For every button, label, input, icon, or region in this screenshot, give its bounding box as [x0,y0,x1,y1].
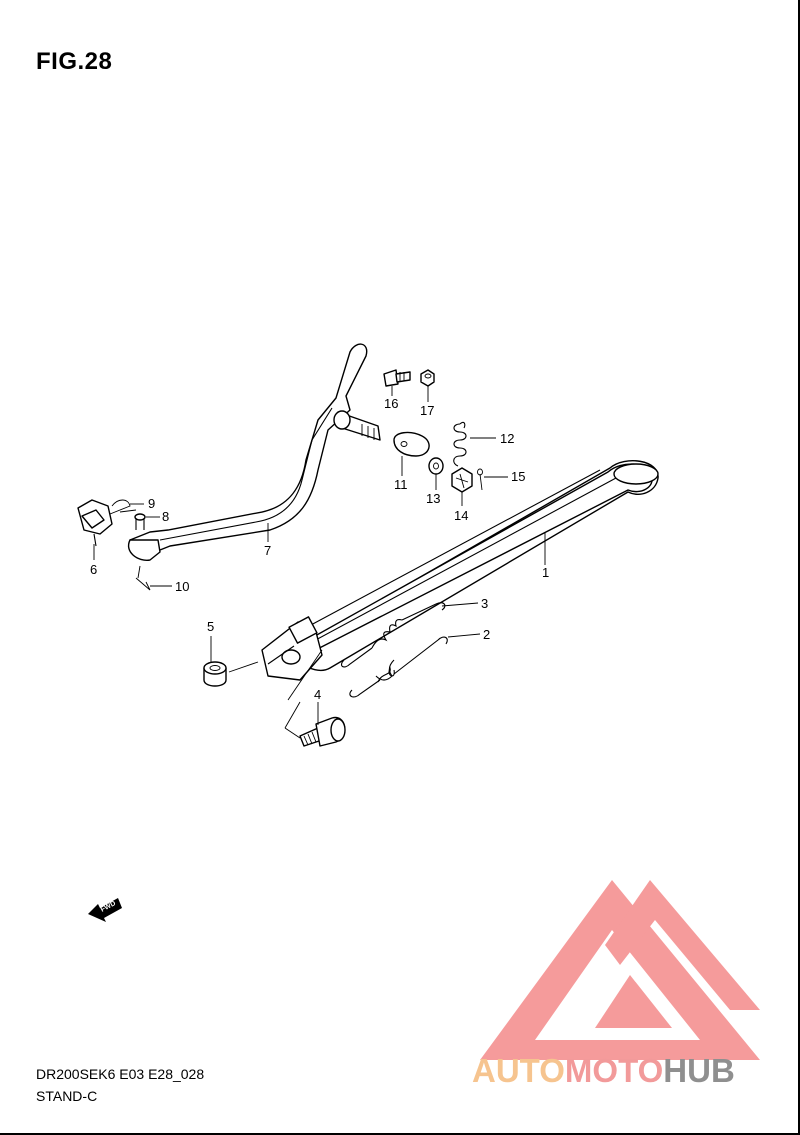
callout-17: 17 [420,403,434,418]
watermark-part-moto: MOTO [564,1052,664,1089]
washer [428,457,444,475]
cotter-pin [135,565,151,591]
fwd-arrow-icon: FWD [88,898,122,922]
spring-long [349,636,448,698]
spring-short [341,602,446,668]
callout-4: 4 [314,687,321,702]
callout-5: 5 [207,619,214,634]
callout-10: 10 [175,579,189,594]
clevis [77,499,113,547]
callout-15: 15 [511,469,525,484]
watermark-part-hub: HUB [663,1052,735,1089]
callout-6: 6 [90,562,97,577]
callout-8: 8 [162,509,169,524]
switch-plate [393,431,430,457]
callout-2: 2 [483,627,490,642]
callout-1: 1 [542,565,549,580]
side-stand-leg [261,460,659,681]
cotter-pin-small [477,468,483,491]
bolt [383,369,411,387]
watermark-text: AUTOMOTOHUB [472,1052,735,1090]
callout-14: 14 [454,508,468,523]
callout-11: 11 [394,477,408,492]
callout-12: 12 [500,431,514,446]
callout-9: 9 [148,496,155,511]
section-name: STAND-C [36,1088,98,1104]
clevis-pin [134,513,146,530]
figure-title: FIG.28 [36,48,113,75]
watermark-logo [480,880,760,1060]
leader-lines [93,386,546,739]
callout-7: 7 [264,543,271,558]
callout-13: 13 [426,491,440,506]
bush [203,661,227,687]
nut [420,369,435,387]
callout-labels: 1 2 3 4 5 6 7 8 9 10 11 12 13 14 15 16 1… [90,396,549,702]
brake-pedal [127,343,381,561]
model-code: DR200SEK6 E03 E28_028 [36,1066,205,1082]
lock-nut [451,467,473,493]
return-spring [453,421,467,467]
pivot-bolt [299,716,346,747]
cotter-pin-upper [109,499,137,515]
watermark-part-auto: AUTO [472,1052,565,1089]
callout-16: 16 [384,396,398,411]
callout-3: 3 [481,596,488,611]
